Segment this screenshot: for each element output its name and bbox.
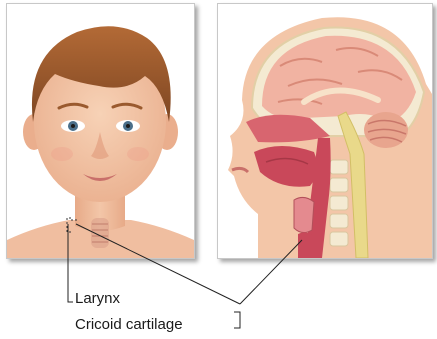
cricoid-leader-right [240, 240, 302, 304]
larynx-label: Larynx [75, 290, 120, 307]
larynx-leader [68, 224, 73, 302]
cricoid-bracket [234, 312, 240, 328]
cricoid-cartilage-label: Cricoid cartilage [75, 316, 183, 333]
